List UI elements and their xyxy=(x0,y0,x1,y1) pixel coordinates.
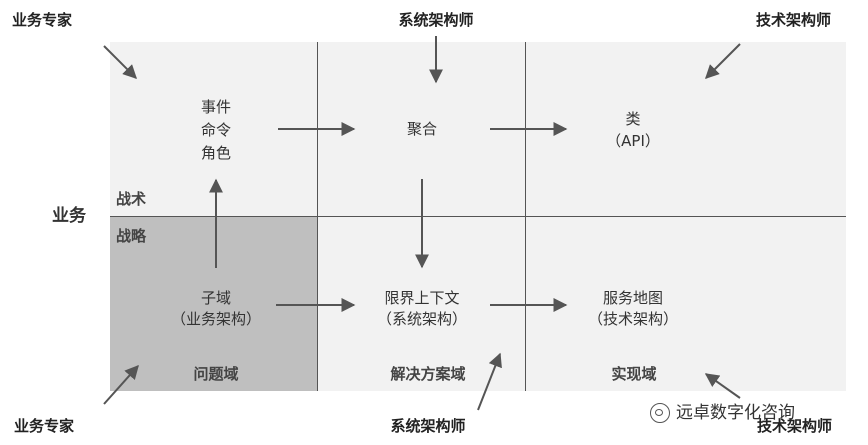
role-tech-architect-bottom: 技术架构师 xyxy=(757,417,833,435)
horizontal-divider xyxy=(110,216,846,217)
events-line-3: 角色 xyxy=(200,144,232,162)
role-system-architect-top: 系统架构师 xyxy=(398,11,474,29)
role-system-architect-bottom: 系统架构师 xyxy=(390,417,466,435)
bounded-context-label: 限界上下文 xyxy=(384,289,460,307)
axis-business: 业务 xyxy=(52,206,86,226)
service-map-label: 服务地图 xyxy=(602,289,664,307)
watermark: 远卓数字化咨询 xyxy=(650,398,795,423)
problem-domain-label: 问题域 xyxy=(193,365,239,383)
role-business-expert-top: 业务专家 xyxy=(12,11,73,29)
watermark-text: 远卓数字化咨询 xyxy=(676,403,795,423)
implementation-domain-label: 实现域 xyxy=(611,365,657,383)
events-line-2: 命令 xyxy=(200,121,232,139)
problem-domain-cell xyxy=(110,216,317,391)
bounded-context-sub-label: （系统架构） xyxy=(376,310,468,328)
subdomain-sub-label: （业务架构） xyxy=(170,310,262,328)
role-tech-architect-top: 技术架构师 xyxy=(756,11,832,29)
events-line-1: 事件 xyxy=(200,98,232,116)
axis-strategic: 战略 xyxy=(116,227,147,245)
wechat-icon xyxy=(650,403,670,423)
service-map-sub-label: （技术架构） xyxy=(587,310,679,328)
axis-tactical: 战术 xyxy=(116,190,147,208)
solution-domain-label: 解决方案域 xyxy=(390,365,466,383)
subdomain-label: 子域 xyxy=(200,289,232,307)
role-business-expert-bottom: 业务专家 xyxy=(14,417,75,435)
api-label: （API） xyxy=(606,132,660,150)
aggregate-label: 聚合 xyxy=(406,120,438,138)
diagram-grid xyxy=(110,42,846,391)
class-label: 类 xyxy=(625,110,641,128)
